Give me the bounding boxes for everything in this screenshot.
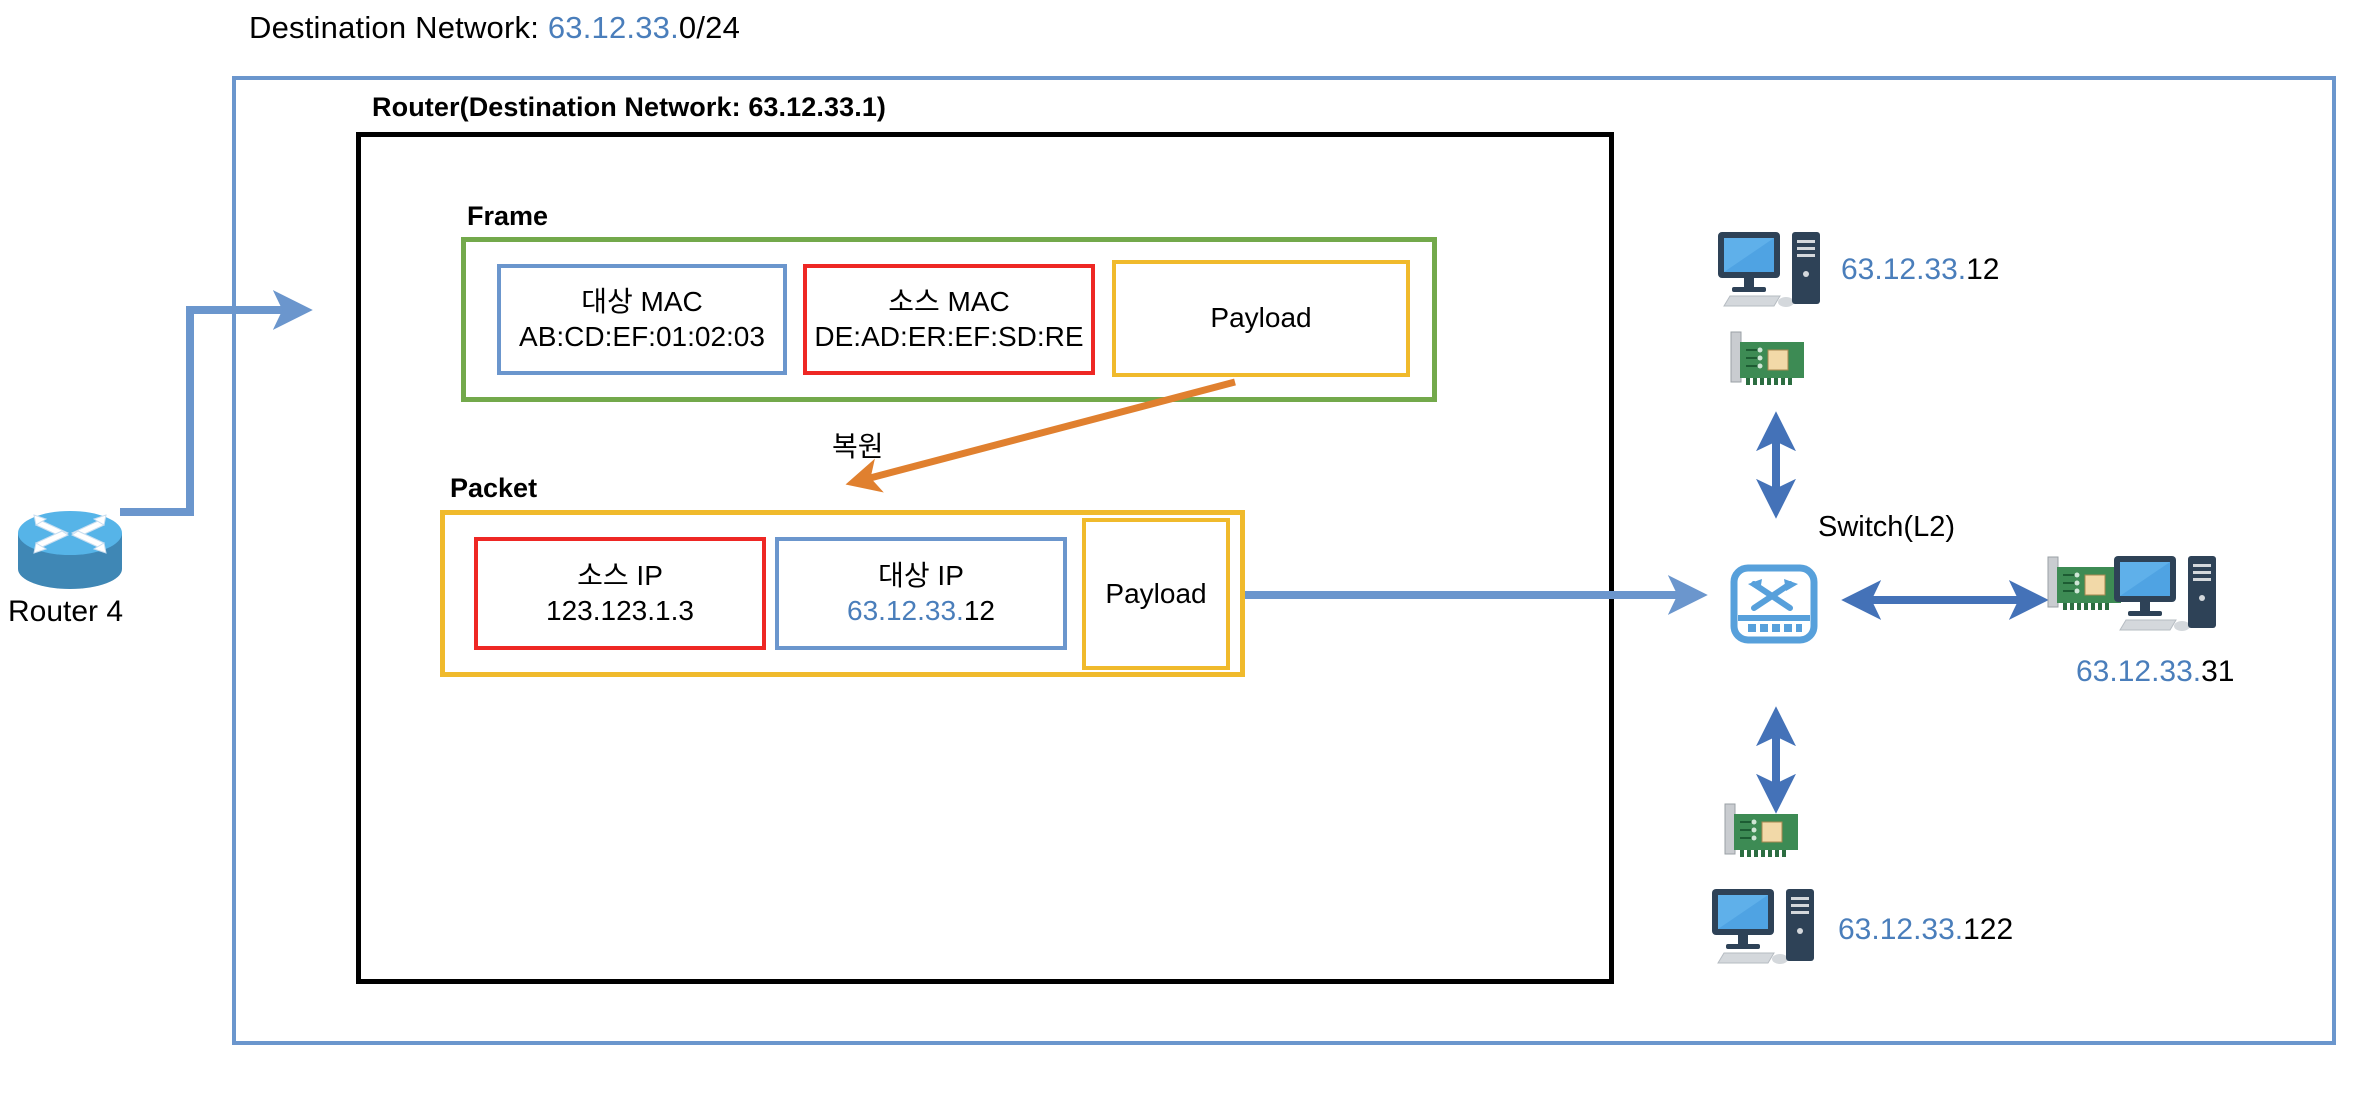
packet-source-ip-title: 소스 IP — [577, 560, 663, 592]
router-box-title: Router(Destination Network: 63.12.33.1) — [372, 92, 887, 122]
packet-destination-ip-title: 대상 IP — [878, 560, 964, 592]
bottom-host-ip-suffix: 122 — [1963, 913, 2014, 946]
desktop-pc-icon — [1712, 889, 1814, 964]
packet-source-ip-field: 소스 IP 123.123.1.3 — [474, 537, 766, 650]
network-boundary-box — [232, 76, 2336, 1045]
desktop-pc-icon — [2114, 556, 2216, 631]
restore-arrow — [845, 378, 1236, 493]
frame-destination-mac-value: AB:CD:EF:01:02:03 — [519, 320, 765, 352]
packet-destination-ip-prefix: 63.12.33. — [847, 594, 964, 626]
switch-to-top-host-arrow — [1756, 411, 1796, 519]
router-node-label: Router 4 — [8, 595, 124, 628]
packet-source-ip-value: 123.123.1.3 — [546, 594, 694, 626]
destination-network-ip-prefix: 63.12.33. — [547, 10, 679, 45]
packet-destination-ip-value: 63.12.33.12 — [847, 594, 995, 628]
top-host-ip-label: 63.12.33.12 — [1841, 253, 2000, 287]
bottom-host-ip-label: 63.12.33.122 — [1838, 913, 2013, 947]
top-host-ip-prefix: 63.12.33. — [1841, 253, 1967, 286]
frame-payload-title: Payload — [1210, 302, 1312, 334]
frame-source-mac-value: DE:AD:ER:EF:SD:RE — [814, 320, 1084, 352]
desktop-pc-icon — [1718, 232, 1820, 307]
frame-destination-mac-title: 대상 MAC — [581, 286, 703, 318]
destination-network-prefix-text: Destination Network: — [249, 10, 548, 45]
packet-destination-ip-field: 대상 IP 63.12.33.12 — [775, 537, 1067, 650]
destination-network-label: Destination Network: 63.12.33.0/24 — [249, 10, 740, 46]
nic-card-icon — [1724, 803, 1798, 857]
bottom-host-ip-prefix: 63.12.33. — [1838, 913, 1964, 946]
packet-to-switch-arrow — [1245, 575, 1708, 615]
frame-source-mac-field: 소스 MAC DE:AD:ER:EF:SD:RE — [803, 264, 1095, 375]
frame-label: Frame — [467, 201, 549, 231]
nic-card-icon — [2047, 556, 2121, 610]
right-host-ip-suffix: 31 — [2201, 655, 2235, 688]
restore-label: 복원 — [832, 431, 884, 462]
packet-destination-ip-suffix: 12 — [963, 594, 995, 626]
router-to-frame-connector — [120, 290, 313, 516]
packet-payload-title: Payload — [1105, 577, 1207, 609]
top-host-ip-suffix: 12 — [1966, 253, 2000, 286]
packet-label: Packet — [450, 473, 538, 503]
frame-destination-mac-field: 대상 MAC AB:CD:EF:01:02:03 — [497, 264, 787, 375]
switch-icon — [1730, 564, 1818, 644]
packet-payload-field: Payload — [1082, 518, 1230, 670]
switch-label: Switch(L2) — [1818, 511, 1955, 543]
frame-source-mac-title: 소스 MAC — [888, 286, 1010, 318]
right-host-ip-prefix: 63.12.33. — [2076, 655, 2202, 688]
right-host-ip-label: 63.12.33.31 — [2076, 655, 2235, 689]
switch-to-right-host-arrow — [1841, 580, 2049, 620]
nic-card-icon — [1730, 331, 1804, 385]
frame-payload-field: Payload — [1112, 260, 1410, 377]
destination-network-ip-suffix: 0/24 — [678, 10, 741, 45]
switch-to-bottom-host-arrow — [1756, 706, 1796, 814]
router-icon — [18, 511, 122, 589]
